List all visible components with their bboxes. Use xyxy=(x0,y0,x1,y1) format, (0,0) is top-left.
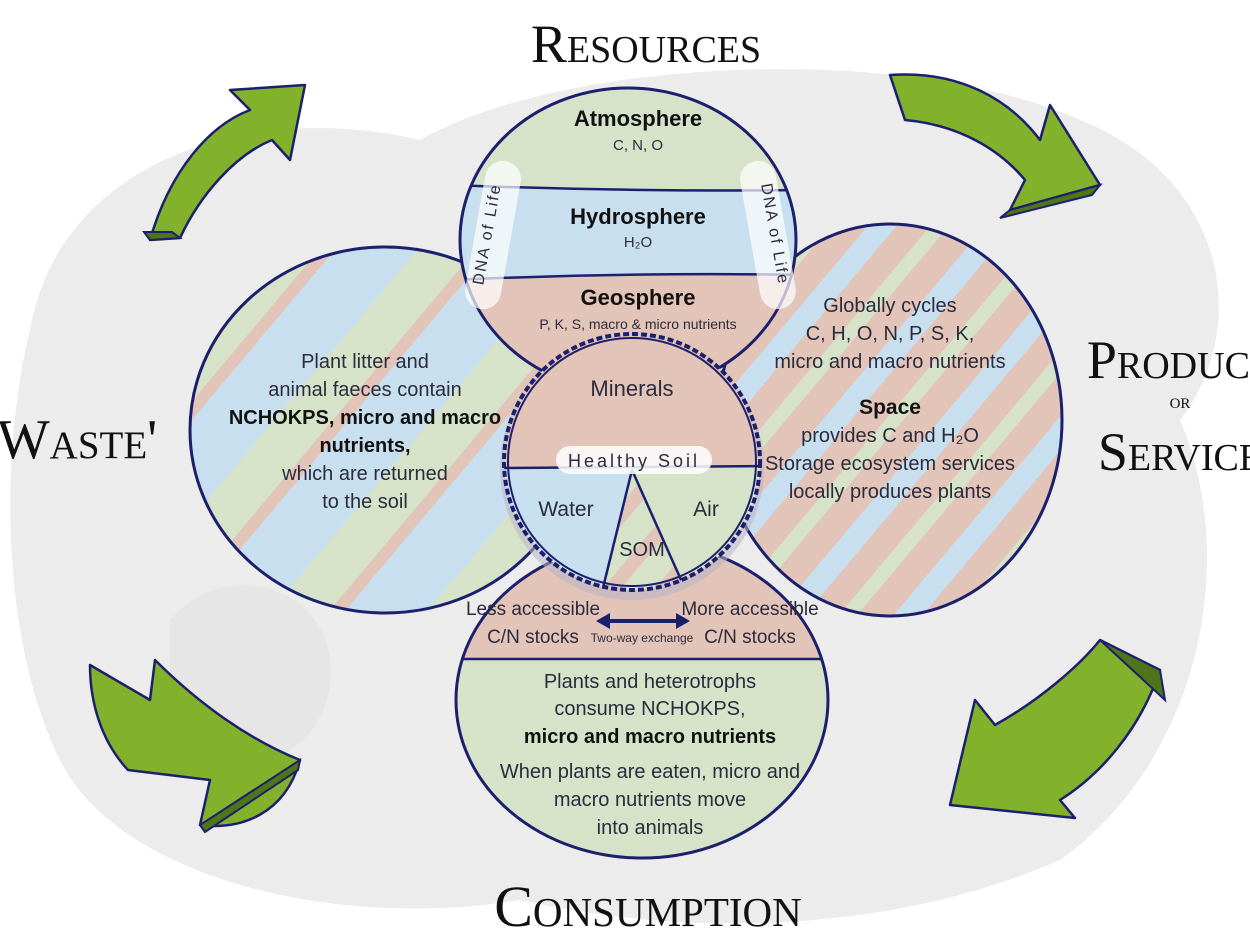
bottom-text-1: Plants and heterotrophs xyxy=(544,671,756,693)
title-service: Service xyxy=(1098,422,1250,482)
hydrosphere-elements: H₂O xyxy=(624,234,652,251)
atmosphere-elements: C, N, O xyxy=(613,137,663,154)
title-or: or xyxy=(1170,388,1191,413)
healthy-soil-label: Healthy Soil xyxy=(568,451,700,471)
title-resources: Resources xyxy=(531,14,761,74)
left-text-2: animal faeces contain xyxy=(268,379,461,401)
right-text-3: micro and macro nutrients xyxy=(774,351,1005,373)
two-way-exchange-label: Two-way exchange xyxy=(591,631,694,645)
arrow-top-right-icon xyxy=(888,73,1103,219)
hydrosphere-label: Hydrosphere xyxy=(570,204,706,229)
geosphere-elements: P, K, S, macro & micro nutrients xyxy=(539,316,736,332)
air-label: Air xyxy=(693,498,719,521)
title-waste: 'Waste' xyxy=(0,409,157,471)
bottom-text-2: consume NCHOKPS, xyxy=(554,698,745,720)
healthy-soil-circle xyxy=(500,332,764,600)
left-text-1: Plant litter and xyxy=(301,351,429,373)
som-label: SOM xyxy=(619,539,665,561)
bottom-text-3: micro and macro nutrients xyxy=(524,726,776,748)
bottom-text-4: When plants are eaten, micro and xyxy=(500,761,800,783)
right-text-4: provides C and H₂O xyxy=(801,425,979,447)
arrow-top-left-icon xyxy=(142,83,307,242)
arrow-bottom-left-icon xyxy=(88,658,302,834)
left-text-5: which are returned xyxy=(281,463,448,485)
less-accessible-2: C/N stocks xyxy=(487,627,579,648)
water-label: Water xyxy=(538,498,593,521)
arrow-bottom-right-icon xyxy=(948,638,1167,820)
right-text-2: C, H, O, N, P, S, K, xyxy=(806,323,975,345)
space-title: Space xyxy=(859,396,921,419)
title-consumption: Consumption xyxy=(494,874,802,934)
atmosphere-label: Atmosphere xyxy=(574,106,702,131)
minerals-label: Minerals xyxy=(590,376,673,401)
geosphere-label: Geosphere xyxy=(581,285,696,310)
bottom-text-6: into animals xyxy=(597,817,704,839)
left-text-6: to the soil xyxy=(322,491,408,513)
title-product: Product xyxy=(1087,330,1250,390)
left-text-3: NCHOKPS, micro and macro xyxy=(229,407,501,429)
more-accessible-2: C/N stocks xyxy=(704,627,796,648)
left-text-4: nutrients, xyxy=(319,435,410,457)
less-accessible-1: Less accessible xyxy=(466,599,600,620)
bottom-text-5: macro nutrients move xyxy=(554,789,746,811)
two-way-exchange-arrow-icon xyxy=(596,613,690,629)
right-text-5: Storage ecosystem services xyxy=(765,453,1015,475)
more-accessible-1: More accessible xyxy=(681,599,818,620)
right-text-6: locally produces plants xyxy=(789,481,991,503)
right-text-1: Globally cycles xyxy=(823,295,956,317)
